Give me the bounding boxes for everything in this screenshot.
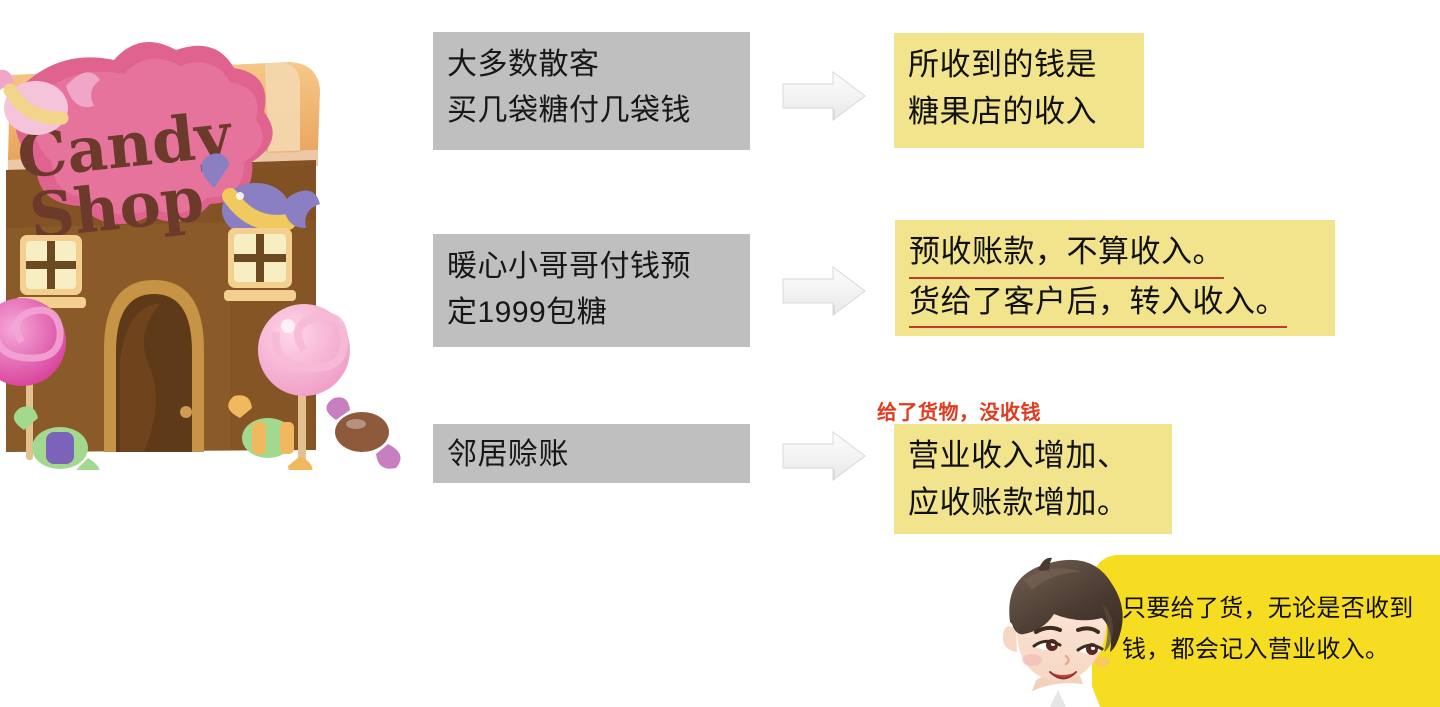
summary-callout-bubble — [1092, 555, 1440, 707]
boy-avatar — [980, 552, 1146, 707]
right-arrow-row-3 — [781, 430, 867, 482]
shop-door — [104, 280, 204, 452]
effect-line: 应收账款增加。 — [908, 484, 1129, 520]
right-arrow-row-1 — [781, 70, 867, 122]
cause-box-row-2: 暖心小哥哥付钱预 定1999包糖 — [433, 234, 750, 347]
effect-line-underlined: 货给了客户后，转入收入。 — [909, 279, 1287, 328]
effect-line: 糖果店的收入 — [908, 93, 1097, 129]
effect-box-row-3: 营业收入增加、 应收账款增加。 — [894, 424, 1172, 534]
shop-window-right — [224, 228, 296, 301]
right-arrow-row-2 — [781, 265, 867, 317]
cause-box-row-3: 邻居赊账 — [433, 424, 750, 483]
summary-callout-text: 只要给了货，无论是否收到 钱，都会记入营业收入。 — [1122, 588, 1432, 671]
effect-box-row-2: 预收账款，不算收入。 货给了客户后，转入收入。 — [895, 220, 1335, 336]
shop-window-left — [16, 235, 86, 308]
cause-line: 定1999包糖 — [447, 295, 608, 329]
lollipop-left — [0, 298, 66, 460]
cause-box-row-1: 大多数散客 买几袋糖付几袋钱 — [433, 32, 750, 150]
annotation-no-cash-received: 给了货物，没收钱 — [877, 402, 1041, 424]
lollipop-right — [258, 304, 350, 462]
candy-top-left — [0, 69, 100, 135]
effect-line: 营业收入增加、 — [908, 438, 1129, 473]
callout-line: 钱，都会记入营业收入。 — [1122, 636, 1390, 664]
cause-line: 邻居赊账 — [447, 438, 569, 471]
candy-shop-illustration: Candy Shop — [0, 20, 420, 470]
cause-line: 买几袋糖付几袋钱 — [447, 93, 691, 127]
candy-purple — [201, 153, 320, 237]
effect-line-underlined: 预收账款，不算收入。 — [909, 229, 1224, 279]
effect-line: 所收到的钱是 — [908, 47, 1097, 82]
ground-candies — [13, 395, 401, 470]
effect-box-row-1: 所收到的钱是 糖果店的收入 — [894, 33, 1144, 148]
callout-line: 只要给了货，无论是否收到 — [1122, 595, 1414, 622]
cause-line: 暖心小哥哥付钱预 — [447, 250, 691, 283]
cause-line: 大多数散客 — [447, 48, 600, 81]
